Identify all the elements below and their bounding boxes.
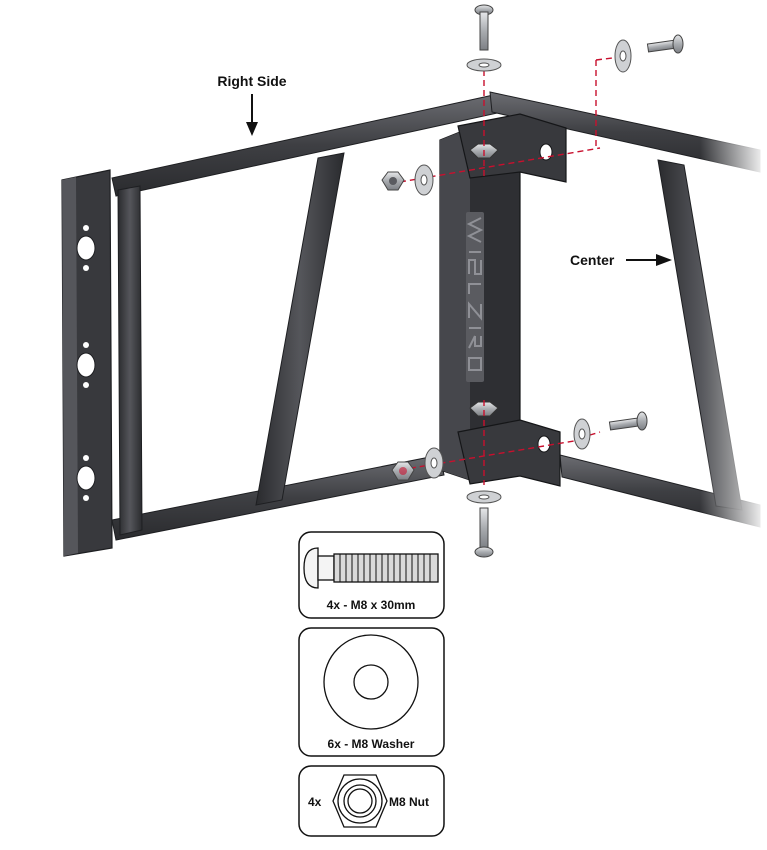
center-frame: [489, 91, 767, 540]
exploded-hardware: [381, 4, 684, 558]
washer-quantity-label: 6x - M8 Washer: [328, 737, 415, 751]
bolt-quantity-label: 4x - M8 x 30mm: [327, 598, 416, 612]
bolt-icon: [474, 507, 494, 558]
bolt-icon: [474, 4, 494, 51]
washer-icon: [573, 418, 591, 450]
center-callout: Center: [570, 252, 672, 268]
bolt-icon: [646, 34, 684, 54]
hardware-card-washer: 6x - M8 Washer: [298, 627, 445, 757]
center-bracket: [439, 113, 567, 487]
center-label: Center: [570, 252, 615, 268]
hardware-card-bolt: 4x - M8 x 30mm: [298, 531, 445, 619]
arrow-right-icon: [656, 254, 672, 266]
right-side-callout: Right Side: [217, 73, 287, 136]
brand-logo-cutout: [466, 212, 484, 382]
hardware-legend: 4x - M8 x 30mm 6x - M8 Washer 4x M8 Nut: [298, 531, 445, 837]
washer-icon: [424, 447, 444, 479]
hex-nut-icon: [391, 461, 415, 481]
hex-nut-icon: [332, 774, 388, 828]
washer-icon: [323, 634, 419, 730]
bolt-icon: [608, 411, 648, 431]
right-side-label: Right Side: [217, 73, 286, 89]
nut-quantity: 4x: [308, 795, 322, 809]
bolt-icon: [303, 547, 439, 589]
nut-label: M8 Nut: [389, 795, 429, 809]
washer-icon: [466, 58, 502, 72]
washer-icon: [614, 39, 632, 73]
washer-icon: [466, 490, 502, 504]
arrow-down-icon: [246, 122, 258, 136]
hardware-card-nut: 4x M8 Nut: [298, 765, 445, 837]
right-side-frame: [61, 93, 503, 557]
hex-nut-icon: [381, 171, 405, 191]
washer-icon: [414, 164, 434, 196]
